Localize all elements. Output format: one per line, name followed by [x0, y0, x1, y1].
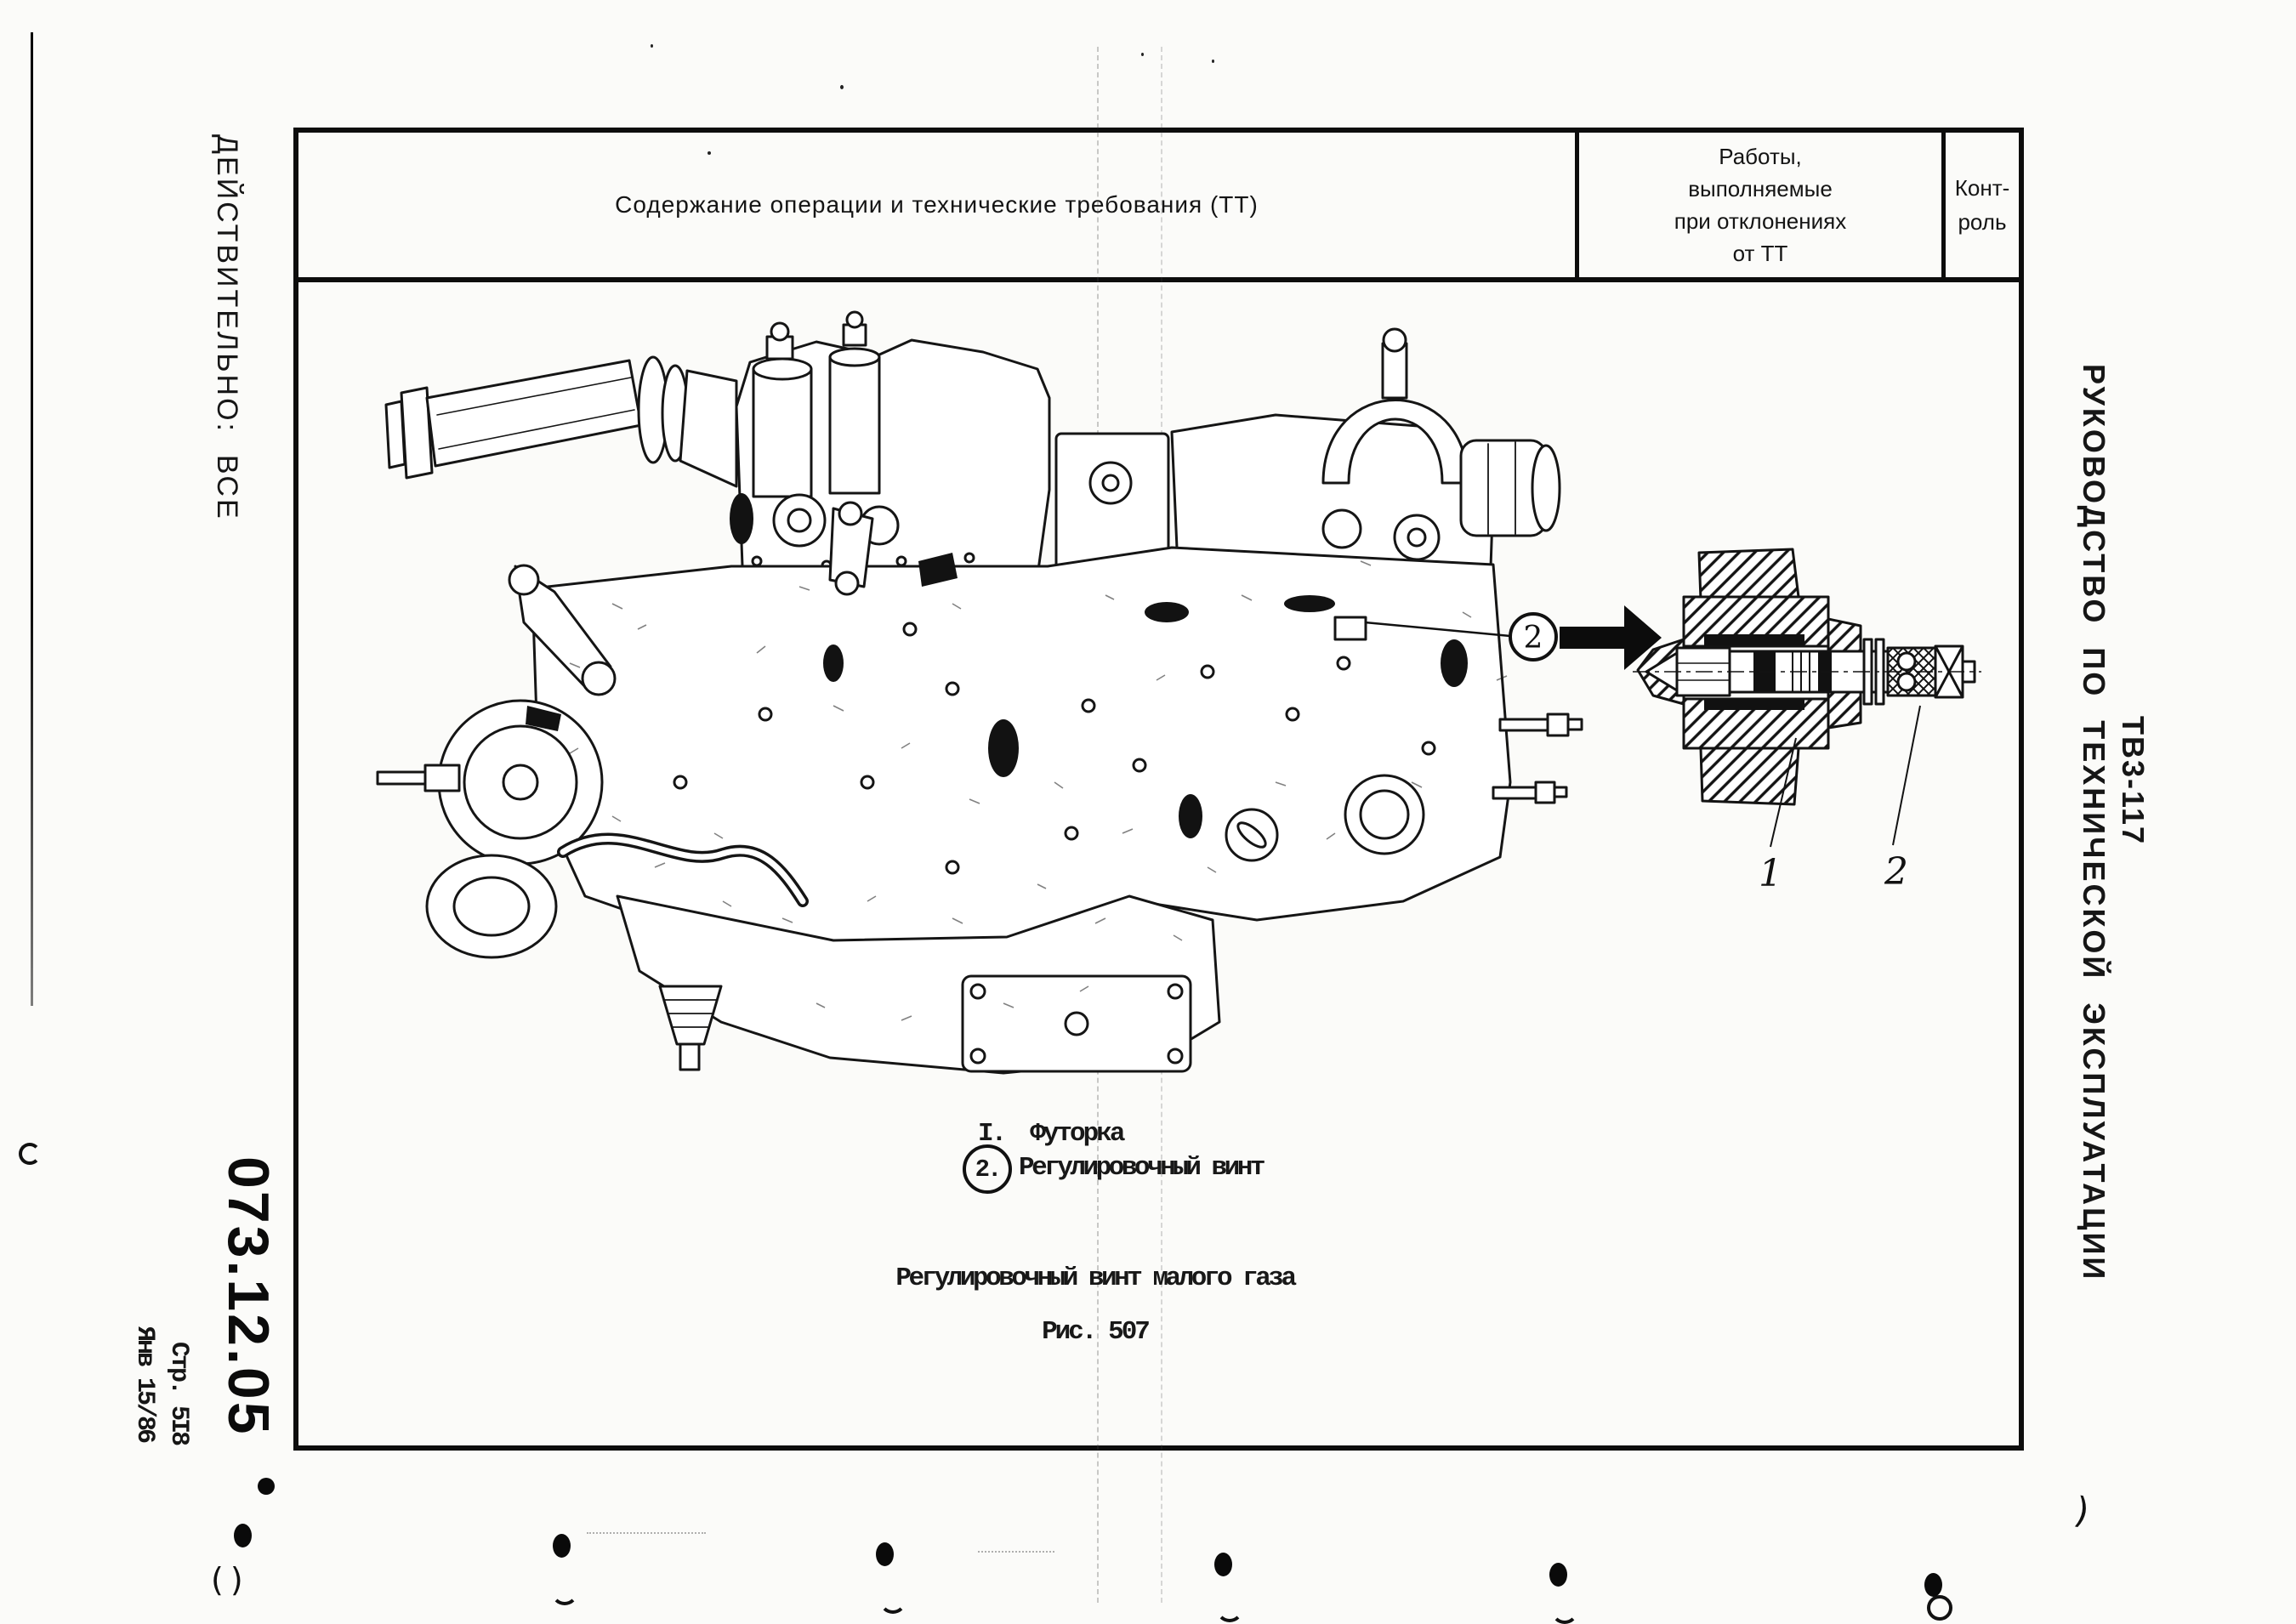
scan-arc-mark: )	[2071, 1488, 2093, 1533]
scan-arc-mark	[551, 1578, 578, 1605]
scan-arc-mark	[879, 1587, 906, 1614]
engine-model: ТВ3-117	[2116, 716, 2151, 846]
scan-arc-mark: ()	[211, 1561, 250, 1598]
legend-item-1: I. Футорка	[978, 1119, 1125, 1149]
figure-507-illustration: 2 1 2	[376, 310, 1981, 1075]
detail-arrow-icon	[1560, 605, 1662, 670]
scan-speck	[651, 44, 653, 48]
header-deviation-works: Работы, выполняемые при отклонениях от Т…	[1575, 133, 1941, 277]
scan-smudge	[978, 1551, 1054, 1553]
legend-item-1-number: I.	[978, 1119, 1007, 1149]
punch-hole-dot	[1214, 1553, 1232, 1576]
detail-label-2: 2	[1884, 850, 1908, 894]
header-deviation-line: Работы,	[1719, 144, 1802, 169]
scan-speck	[1212, 60, 1214, 63]
figure-caption: Регулировочный винт малого газа	[895, 1263, 1297, 1293]
callout-circle	[1509, 612, 1558, 662]
punch-hole-dot	[1549, 1563, 1567, 1587]
operation-sheet-table: Содержание операции и технические требов…	[293, 128, 2024, 1451]
detail-cross-section	[1633, 548, 1981, 848]
punch-hole-dot	[876, 1542, 894, 1566]
figure-number: Рис. 507	[1042, 1317, 1151, 1347]
task-number-bullet	[258, 1478, 275, 1495]
header-deviation-line: выполняемые	[1688, 176, 1833, 202]
manual-title: РУКОВОДСТВО ПО ТЕХНИЧЕСКОЙ ЭКСПЛУАТАЦИИ	[2077, 364, 2111, 1282]
scan-ring-mark	[1927, 1595, 1952, 1621]
page-reference: Стр. 5I8	[164, 1342, 193, 1445]
header-control-line: Конт-	[1954, 175, 2010, 201]
punch-hole-dot	[234, 1524, 252, 1547]
detail-label-1: 1	[1759, 852, 1782, 895]
validity-note: ДЕЙСТВИТЕЛЬНО: ВСЕ	[211, 134, 243, 521]
scan-arc-mark	[1551, 1597, 1578, 1624]
drawing-stipple-texture	[569, 560, 1508, 1021]
punch-hole-dot	[553, 1534, 571, 1558]
engine-unit-drawing	[376, 310, 1583, 1075]
header-deviation-line: при отклонениях	[1674, 208, 1847, 234]
header-control: Конт- роль	[1941, 133, 2019, 277]
date-reference: Янв 15/86	[130, 1326, 159, 1442]
scan-speck	[840, 85, 844, 89]
header-operation-contents: Содержание операции и технические требов…	[298, 133, 1575, 277]
scan-speck	[1141, 53, 1144, 56]
legend-item-1-text: Футорка	[1030, 1119, 1125, 1149]
figure-caption-block: Регулировочный винт малого газа Рис. 507	[850, 1263, 1339, 1347]
callout-number: 2	[1524, 621, 1543, 656]
scan-arc-mark	[1216, 1595, 1243, 1622]
legend-item-2-number: 2.	[975, 1155, 1003, 1184]
header-deviation-line: от ТТ	[1732, 241, 1788, 266]
table-header-row: Содержание операции и технические требов…	[298, 133, 2019, 282]
punch-hole-dot	[1924, 1573, 1942, 1597]
header-control-line: роль	[1958, 209, 2007, 235]
scan-smudge	[587, 1532, 706, 1534]
drawing-shading	[526, 493, 1468, 838]
task-number: 073.12.05	[216, 1156, 281, 1437]
scan-speck	[708, 151, 711, 155]
legend-item-2-text: Регулировочный винт	[1019, 1153, 1265, 1183]
callout-leader-line	[1364, 621, 1511, 638]
scan-edge-line	[31, 32, 33, 1006]
legend-item-2-circle: 2.	[963, 1144, 1012, 1194]
scan-ring-mark	[19, 1143, 41, 1165]
header-operation-label: Содержание операции и технические требов…	[615, 191, 1259, 218]
